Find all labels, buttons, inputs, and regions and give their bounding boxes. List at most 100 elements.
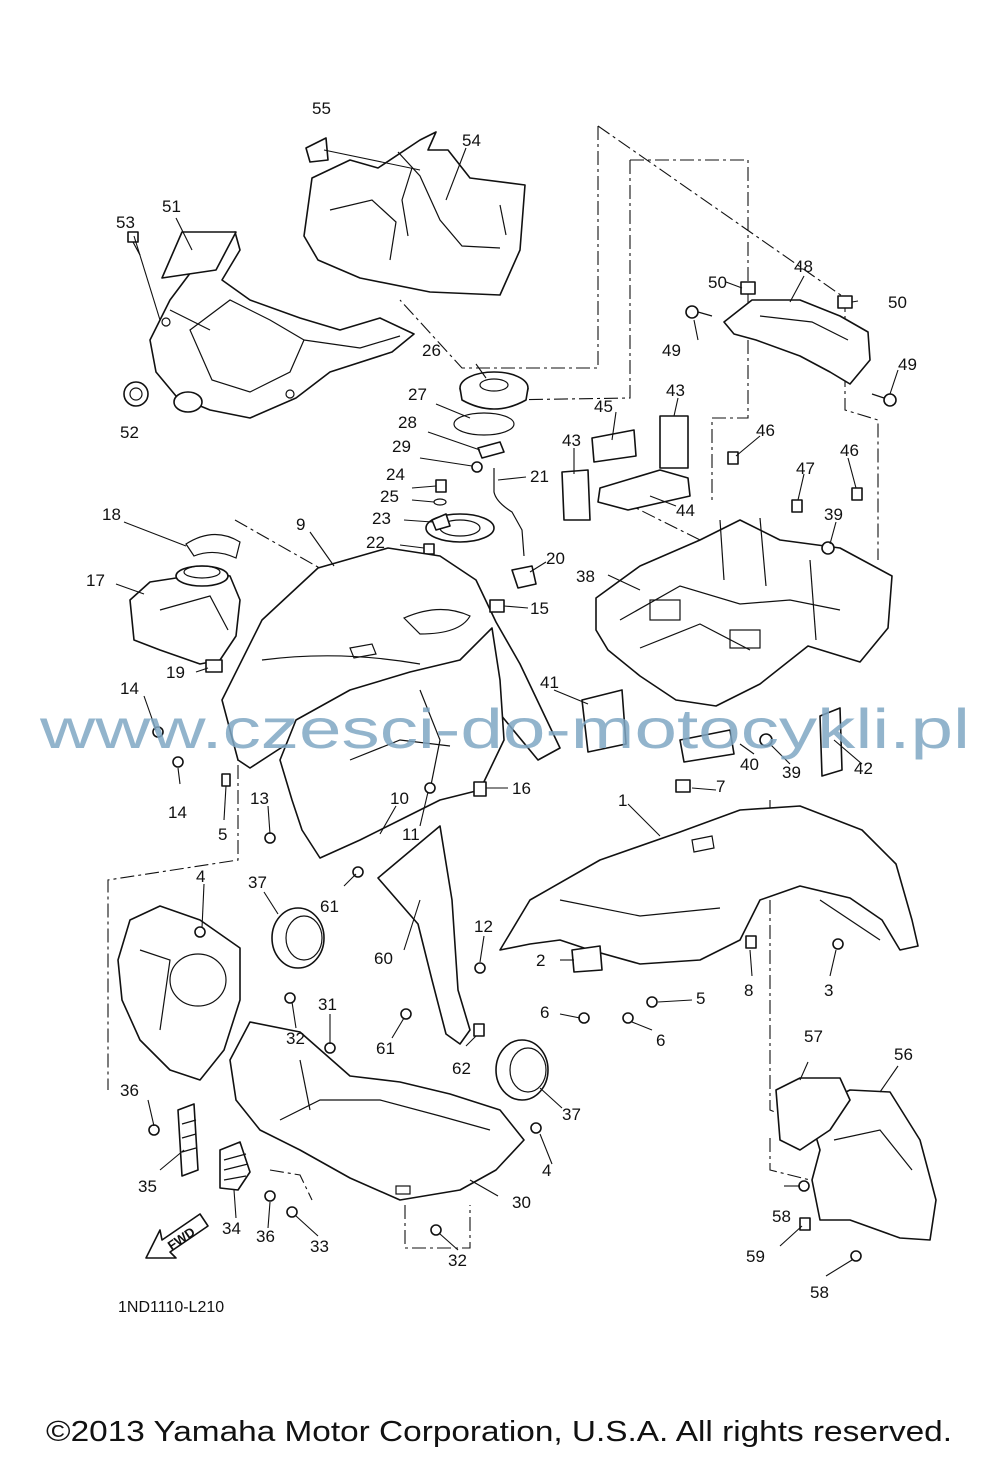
part-21-breather-hose [493, 468, 525, 557]
callout-26: 26 [422, 341, 441, 360]
callout-10: 10 [390, 789, 409, 808]
callout-55: 55 [312, 99, 331, 118]
callout-32: 32 [448, 1251, 467, 1270]
fwd-arrow-icon: FWD [145, 1213, 209, 1259]
callout-37: 37 [562, 1105, 581, 1124]
part-2-bracket [571, 945, 603, 973]
callout-1: 1 [618, 791, 627, 810]
part-left-duct-housing [117, 905, 241, 1081]
callout-25: 25 [380, 487, 399, 506]
part-20-clip [511, 565, 537, 589]
part-27-gasket [453, 412, 515, 436]
callout-22: 22 [366, 533, 385, 552]
part-40-panel [679, 729, 735, 763]
callout-33: 33 [310, 1237, 329, 1256]
callout-40: 40 [740, 755, 759, 774]
callout-61: 61 [376, 1039, 395, 1058]
callout-46: 46 [840, 441, 859, 460]
callout-60: 60 [374, 949, 393, 968]
part-17-fuel-tank [129, 565, 241, 665]
part-49-bolt-right [871, 393, 897, 407]
part-47-clip [791, 499, 803, 513]
part-45-sheet [591, 429, 637, 463]
callout-41: 41 [540, 673, 559, 692]
part-16-clip [473, 781, 487, 797]
part-35-vent [177, 1103, 199, 1177]
callout-54: 54 [462, 131, 481, 150]
part-38-frame-box [595, 517, 893, 707]
callout-53: 53 [116, 213, 135, 232]
part-52-grommet [123, 381, 203, 413]
callout-24: 24 [386, 465, 405, 484]
callout-21: 21 [530, 467, 549, 486]
callout-59: 59 [746, 1247, 765, 1266]
callout-18: 18 [102, 505, 121, 524]
callout-23: 23 [372, 509, 391, 528]
callout-49: 49 [662, 341, 681, 360]
drawing-code: 1ND1110-L210 [118, 1299, 224, 1316]
callout-58: 58 [772, 1207, 791, 1226]
part-41-panel [581, 689, 627, 753]
callout-9: 9 [296, 515, 305, 534]
callout-42: 42 [854, 759, 873, 778]
screws [148, 726, 862, 1262]
part-28-plate [477, 441, 505, 459]
part-46-clip-right [851, 487, 863, 501]
part-39-bolt-upper [821, 541, 835, 555]
callout-51: 51 [162, 197, 181, 216]
callout-11: 11 [402, 825, 420, 844]
callout-37: 37 [248, 873, 267, 892]
part-55-tab [305, 137, 329, 163]
callout-16: 16 [512, 779, 531, 798]
callout-20: 20 [546, 549, 565, 568]
callout-56: 56 [894, 1045, 913, 1064]
watermark-text: www.czesci-do-motocykli.pl [39, 697, 970, 760]
part-22-collar [423, 543, 435, 555]
callout-34: 34 [222, 1219, 241, 1238]
part-30-lower-cover [229, 1021, 525, 1201]
part-46-clip-left [727, 451, 739, 465]
callout-43: 43 [562, 431, 581, 450]
part-60-side-guard [377, 825, 471, 1045]
part-9-front-fender [221, 547, 561, 769]
callout-14: 14 [120, 679, 139, 698]
callout-48: 48 [794, 257, 813, 276]
callout-35: 35 [138, 1177, 157, 1196]
part-54-inner-panel [303, 131, 526, 296]
callout-2: 2 [536, 951, 545, 970]
part-50-grommet-left [740, 281, 756, 295]
part-10-inner-fender [279, 627, 505, 859]
callout-46: 46 [756, 421, 775, 440]
part-43-pad-right [659, 415, 689, 469]
copyright-notice: ©2013 Yamaha Motor Corporation, U.S.A. A… [46, 1416, 952, 1448]
callout-58: 58 [810, 1283, 829, 1302]
part-23-filler-ring [425, 513, 495, 543]
callout-labels: 1 2 3 4 4 5 5 6 6 7 8 9 10 11 12 13 14 1… [86, 99, 917, 1302]
callout-44: 44 [676, 501, 695, 520]
callout-39: 39 [782, 763, 801, 782]
part-44-tray [597, 469, 691, 511]
callout-7: 7 [716, 777, 725, 796]
callout-36: 36 [120, 1081, 139, 1100]
callout-4: 4 [196, 867, 205, 886]
callout-12: 12 [474, 917, 493, 936]
part-8-clip [745, 935, 757, 949]
part-53-screw [127, 231, 141, 256]
callout-50: 50 [888, 293, 907, 312]
callout-45: 45 [594, 397, 613, 416]
part-43-pad-left [561, 469, 591, 521]
callout-52: 52 [120, 423, 139, 442]
part-18-band [185, 533, 241, 559]
callout-8: 8 [744, 981, 753, 1000]
part-57-mud-guard [775, 1077, 851, 1151]
part-29-screw [471, 461, 483, 473]
part-48-rear-bracket [723, 299, 871, 385]
callout-38: 38 [576, 567, 595, 586]
callout-14: 14 [168, 803, 187, 822]
part-7-grommet [675, 779, 691, 793]
part-37-duct-upper [271, 907, 325, 969]
leader-lines [115, 147, 899, 1277]
callout-19: 19 [166, 663, 185, 682]
callout-57: 57 [804, 1027, 823, 1046]
